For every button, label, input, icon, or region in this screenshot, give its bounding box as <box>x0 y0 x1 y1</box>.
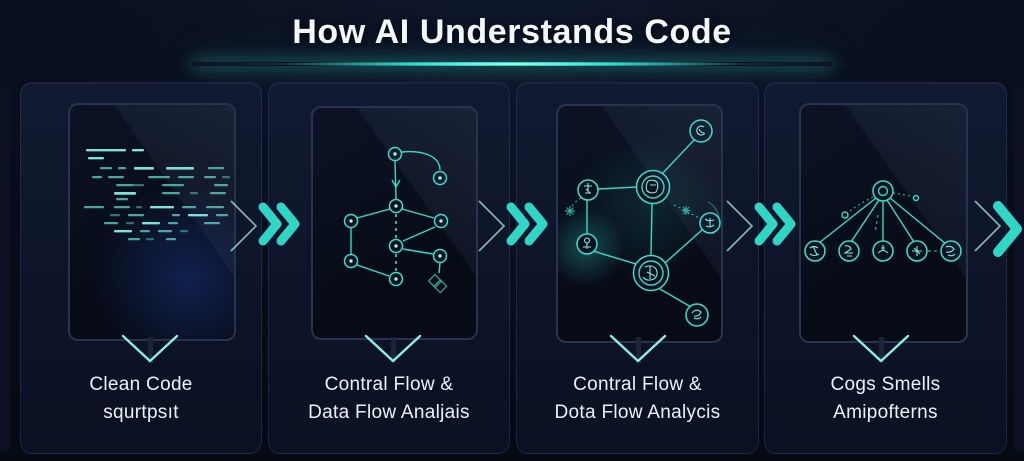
panel-label-line1: Contral Flow & <box>324 374 454 395</box>
chevron-down-icon <box>852 334 910 363</box>
left-edge-sliver <box>0 82 10 452</box>
chevron-down-icon <box>364 334 422 363</box>
page-title: How AI Understands Code <box>292 13 732 51</box>
panel-label: Cogs Smells Amipofterns <box>765 371 1006 427</box>
panel-label-line2: Amipofterns <box>833 402 938 423</box>
arrow-stem <box>636 337 641 363</box>
thin-chevron-right-icon <box>478 200 506 252</box>
root-node <box>872 180 894 202</box>
panel-clean-code: Clean Code squrtpsıt <box>20 82 262 454</box>
fanout-graphic <box>804 180 962 262</box>
panel-label-line2: squrtpsıt <box>103 402 179 423</box>
double-chevron-right-icon <box>754 202 796 246</box>
main-node <box>632 169 671 292</box>
thin-chevron-right-icon <box>974 200 1002 252</box>
arrow-stem <box>879 337 884 363</box>
sparkle-icon <box>565 206 691 216</box>
diamond-marker-icon <box>427 273 448 294</box>
panel-code-smells: Cogs Smells Amipofterns <box>764 82 1007 454</box>
panel-label: Contral Flow & Data Flow Analjais <box>269 371 509 427</box>
flowchart-graphic <box>343 146 449 294</box>
panel-label-line1: Cogs Smells <box>830 374 941 395</box>
panel-control-flow-graph: Contral Flow & Data Flow Analjais <box>268 82 510 454</box>
arrow-stem <box>391 337 396 363</box>
screen-teal-glow <box>558 106 721 341</box>
double-chevron-right-icon <box>258 202 300 246</box>
right-edge-sliver <box>1014 82 1024 452</box>
thin-chevron-right-icon <box>726 200 754 252</box>
chevron-down-icon <box>121 334 179 363</box>
graph-node <box>343 146 449 287</box>
panel-label-line2: Data Flow Analjais <box>308 402 470 423</box>
flowchart-graph-screen <box>311 106 478 340</box>
panel-label: Contral Flow & Dota Flow Analycis <box>517 371 758 427</box>
thin-chevron-right-icon <box>230 200 258 252</box>
fanout-tree-screen <box>799 103 968 343</box>
chevron-right-icon <box>993 201 1022 257</box>
code-editor-screen <box>68 103 236 341</box>
panel-label-line1: Clean Code <box>89 374 193 395</box>
leaf-node <box>804 240 962 262</box>
panel-label-line1: Contral Flow & <box>573 374 702 395</box>
panel-label: Clean Code squrtpsıt <box>21 371 261 427</box>
divider-glow-line <box>192 62 832 66</box>
chevron-down-icon <box>609 334 667 363</box>
panel-label-line2: Dota Flow Analycis <box>554 402 721 423</box>
code-lines-graphic <box>84 149 230 241</box>
network-node <box>576 119 721 327</box>
panel-dependency-network: Contral Flow & Dota Flow Analycis <box>516 82 759 454</box>
arrow-stem <box>148 337 153 363</box>
network-graphic <box>565 119 721 327</box>
double-chevron-right-icon <box>506 202 548 246</box>
network-graph-screen <box>556 104 723 343</box>
